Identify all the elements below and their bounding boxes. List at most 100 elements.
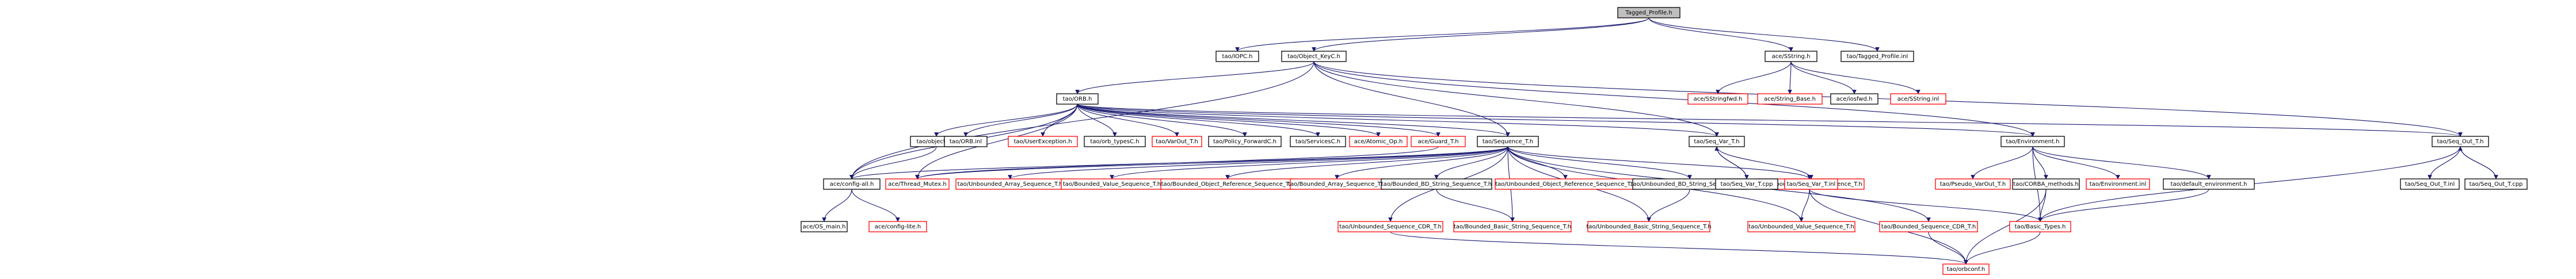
node-box [1290,136,1346,147]
include-edge-sstring_h-to-sstringfwd_h [1716,61,1792,94]
node-label: tao/Pseudo_VarOut_T.h [1940,181,2006,188]
node-label: tao/Bounded_Value_Sequence_T.h [1063,181,1161,188]
node-sstringfwd_h[interactable]: ace/SStringfwd.h [1687,93,1748,105]
node-seq_out_t_h[interactable]: tao/Seq_Out_T.h [2432,136,2489,147]
include-edge-tagged_profile_h-to-iopc_h [1235,17,1649,52]
node-unb_objref_seq_h[interactable]: tao/Unbounded_Object_Reference_Sequence_… [1495,178,1636,190]
node-box [1757,93,1823,105]
node-label: tao/Bounded_Sequence_CDR_T.h [1881,224,1976,230]
node-varout_t_h[interactable]: tao/VarOut_T.h [1152,136,1202,147]
include-edge-sstring_h-to-sstring_inl [1790,61,1920,94]
node-basic_types_h[interactable]: tao/Basic_Types.h [2009,221,2071,232]
node-label: tao/Bounded_Array_Sequence_T.h [1288,181,1386,188]
node-iosfwd_h[interactable]: ace/iosfwd.h [1830,93,1878,105]
node-label: tao/Environment.h [2006,139,2060,145]
node-sstring_inl[interactable]: ace/SString.inl [1890,93,1946,105]
node-seq_var_t_cpp[interactable]: tao/Seq_Var_T.cpp [1715,178,1778,190]
node-label: tao/Seq_Out_T.cpp [2470,181,2523,188]
node-corba_methods_h[interactable]: tao/CORBA_methods.h [2012,178,2080,190]
node-box [2432,136,2489,147]
node-atomic_op_h[interactable]: ace/Atomic_Op.h [1349,136,1408,147]
node-unb_seq_cdr_h[interactable]: tao/Unbounded_Sequence_CDR_T.h [1337,221,1443,232]
node-policy_forward_h[interactable]: tao/Policy_ForwardC.h [1208,136,1282,147]
include-edge-orb_h-to-seq_var_t_h [1077,104,1719,137]
node-box [1715,178,1778,190]
node-tagged_profile_inl[interactable]: tao/Tagged_Profile.inl [1840,51,1914,62]
include-edge-orb_h-to-varout_t_h [1077,104,1179,137]
node-bnd_objref_seq_h[interactable]: tao/Bounded_Object_Reference_Sequence_T.… [1160,178,1295,190]
include-edge-config_all_h-to-config_lite_h [851,189,900,222]
node-label: tao/orbconf.h [1947,266,1985,273]
include-edge-config_all_h-to-os_main_h [822,189,852,222]
node-label: tao/Basic_Types.h [2015,224,2066,230]
node-tagged_profile_h[interactable]: Tagged_Profile.h [1617,7,1681,18]
include-edge-orb_h-to-servicesc_h [1077,104,1320,137]
node-box [1453,221,1572,232]
node-bnd_array_seq_h[interactable]: tao/Bounded_Array_Sequence_T.h [1288,178,1386,190]
include-edge-object_keyc_h-to-orb_h [1075,61,1314,94]
node-seq_out_t_inl[interactable]: tao/Seq_Out_T.inl [2400,178,2460,190]
node-servicesc_h[interactable]: tao/ServicesC.h [1290,136,1346,147]
node-bnd_basic_string_seq_h[interactable]: tao/Bounded_Basic_String_Sequence_T.h [1453,221,1572,232]
node-unb_array_seq_h[interactable]: tao/Unbounded_Array_Sequence_T.h [955,178,1065,190]
node-label: tao/Seq_Var_T.cpp [1721,181,1773,188]
node-thread_mutex_h[interactable]: ace/Thread_Mutex.h [885,178,950,190]
node-box [1215,51,1259,62]
node-box [1890,93,1946,105]
node-layer: Tagged_Profile.h tao/IOPC.h tao/Object_Key… [801,7,2528,275]
node-label: tao/Sequence_T.h [1483,139,1533,145]
node-environment_h[interactable]: tao/Environment.h [2000,136,2065,147]
node-box [868,221,927,232]
node-os_main_h[interactable]: ace/OS_main.h [801,221,848,232]
node-bnd_seq_cdr_h[interactable]: tao/Bounded_Sequence_CDR_T.h [1879,221,1978,232]
node-userexception_h[interactable]: tao/UserException.h [1008,136,1078,147]
include-edge-orb_h-to-policy_forward_h [1077,104,1247,137]
node-box [885,178,950,190]
node-label: tao/IOPC.h [1222,53,1253,60]
node-seq_var_t_h[interactable]: tao/Seq_Var_T.h [1689,136,1745,147]
node-string_base_h[interactable]: ace/String_Base.h [1757,93,1823,105]
node-iopc_h[interactable]: tao/IOPC.h [1215,51,1259,62]
node-box [1784,178,1838,190]
node-label: tao/Seq_Var_T.h [1694,139,1739,145]
node-box [2400,178,2460,190]
node-seq_out_t_cpp[interactable]: tao/Seq_Out_T.cpp [2464,178,2528,190]
node-config_lite_h[interactable]: ace/config-lite.h [868,221,927,232]
node-guard_t_h[interactable]: ace/Guard_T.h [1411,136,1466,147]
node-environment_inl[interactable]: tao/Environment.inl [2086,178,2150,190]
include-edge-bnd_bd_string_seq_h-to-bnd_basic_string_seq_h [1436,189,1515,222]
node-config_all_h[interactable]: ace/config-all.h [823,178,881,190]
node-box [1381,178,1492,190]
node-bnd_bd_string_seq_h[interactable]: tao/Bounded_BD_String_Sequence_T.h [1381,178,1492,190]
node-label: tao/Policy_ForwardC.h [1213,139,1276,145]
node-default_environment_h[interactable]: tao/default_environment.h [2163,178,2255,190]
node-box [1747,221,1855,232]
node-label: ace/OS_main.h [803,224,846,230]
node-label: ace/iosfwd.h [1836,96,1873,102]
node-unb_value_seq_h[interactable]: tao/Unbounded_Value_Sequence_T.h [1747,221,1855,232]
node-label: tao/CORBA_methods.h [2013,181,2078,188]
include-edge-seq_var_t_cpp-to-seq_var_t_h [1714,146,1747,179]
node-orb_typesc_h[interactable]: tao/orb_typesC.h [1084,136,1146,147]
node-box [801,221,848,232]
node-seq_var_t_inl[interactable]: tao/Seq_Var_T.inl [1784,178,1838,190]
node-sequence_t_h[interactable]: tao/Sequence_T.h [1477,136,1539,147]
node-label: tao/ServicesC.h [1295,139,1340,145]
include-edge-sequence_t_h-to-unb_objref_seq_h [1507,146,1568,179]
node-bnd_value_seq_h[interactable]: tao/Bounded_Value_Sequence_T.h [1061,178,1163,190]
node-orb_h[interactable]: tao/ORB.h [1056,93,1099,105]
include-edge-object_keyc_h-to-seq_var_t_h [1313,61,1719,137]
node-label: tao/Unbounded_Value_Sequence_T.h [1748,224,1854,230]
node-pseudo_varout_h[interactable]: tao/Pseudo_VarOut_T.h [1935,178,2011,190]
node-box [1084,136,1146,147]
node-unb_basic_string_seq_h[interactable]: tao/Unbounded_Basic_String_Sequence_T.h [1586,221,1712,232]
node-object_keyc_h[interactable]: tao/Object_KeyC.h [1281,51,1347,62]
node-box [1687,93,1748,105]
node-label: ace/SString.h [1772,53,1811,60]
node-sstring_h[interactable]: ace/SString.h [1765,51,1817,62]
node-orb_inl[interactable]: tao/ORB.inl [944,136,988,147]
node-box [1587,221,1710,232]
node-orbconf_h[interactable]: tao/orbconf.h [1942,263,1990,275]
include-edge-orb_h-to-seq_out_t_h [1077,104,2463,137]
node-label: ace/SString.inl [1897,96,1939,102]
